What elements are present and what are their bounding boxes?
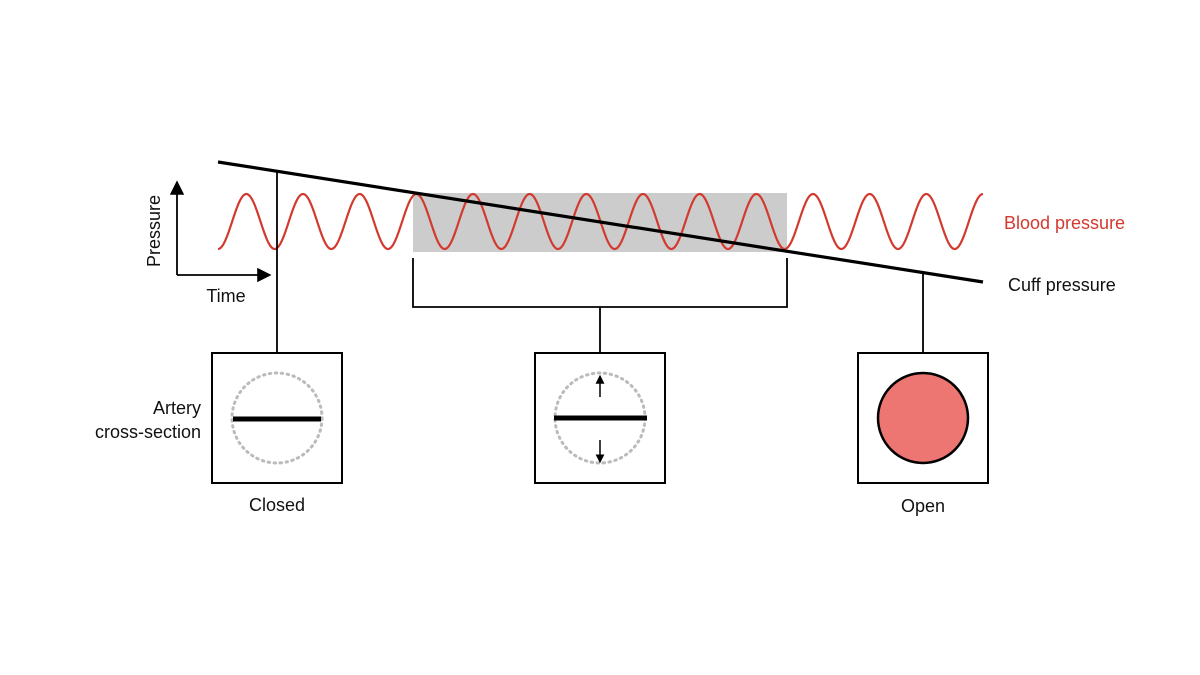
cuff-pressure-label: Cuff pressure — [1008, 275, 1116, 295]
artery-label-line1: Artery — [153, 398, 201, 418]
artery-label-line2: cross-section — [95, 422, 201, 442]
artery-outline-dotted — [230, 371, 324, 465]
artery-closed-panel — [211, 352, 343, 484]
open-artery-circle — [876, 371, 970, 465]
artery-open-panel — [857, 352, 989, 484]
bracket-intermittent — [412, 258, 788, 308]
y-axis-label: Pressure — [144, 195, 164, 267]
closed-label: Closed — [249, 495, 305, 515]
open-label: Open — [901, 496, 945, 516]
artery-intermittent-panel — [534, 352, 666, 484]
cuff-pressure-line — [217, 160, 984, 284]
blood-pressure-label: Blood pressure — [1004, 213, 1125, 233]
x-axis-label: Time — [206, 286, 245, 306]
